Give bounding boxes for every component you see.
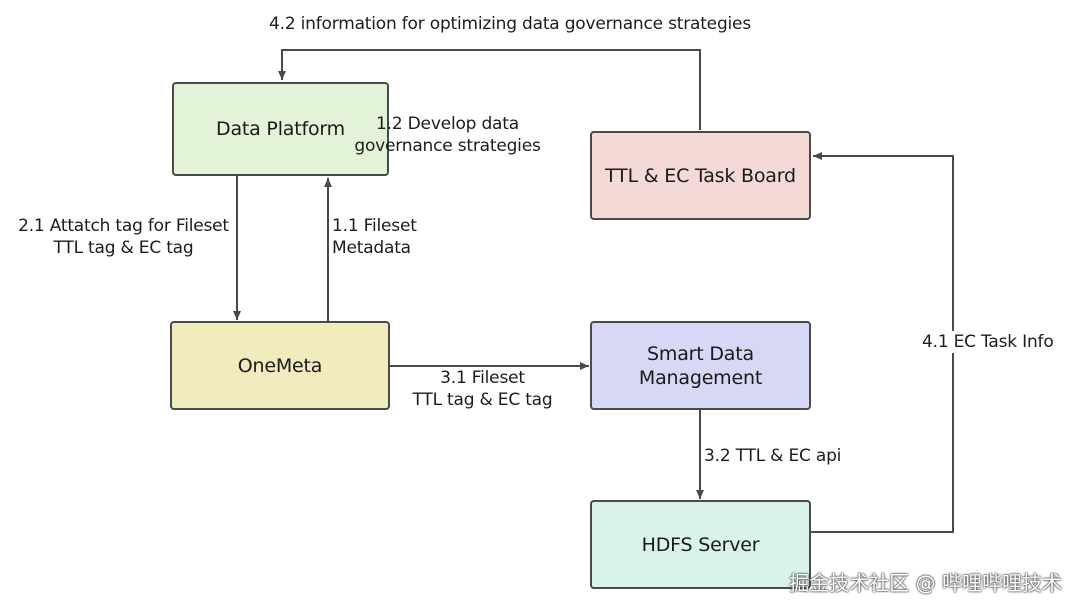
node-data-platform: Data Platform xyxy=(172,82,389,176)
edge-4-2-label: 4.2 information for optimizing data gove… xyxy=(269,14,751,34)
node-onemeta-label: OneMeta xyxy=(237,354,323,377)
node-data-platform-label: Data Platform xyxy=(216,118,345,140)
edge-4-1-label: 4.1 EC Task Info xyxy=(922,331,1072,353)
node-onemeta: OneMeta xyxy=(170,321,390,410)
edge-3-1-label: 3.1 Fileset TTL tag & EC tag xyxy=(412,368,553,410)
edge-2-1-label: 2.1 Attatch tag for Fileset TTL tag & EC… xyxy=(18,216,229,258)
edge-3-2-label: 3.2 TTL & EC api xyxy=(704,446,842,466)
node-ttl-ec-task-board: TTL & EC Task Board xyxy=(590,131,811,220)
edge-1-2-label: 1.2 Develop data governance strategies xyxy=(354,114,541,156)
watermark-text: 掘金技术社区 @ 哔哩哔哩技术 xyxy=(789,571,1062,595)
node-hdfs-server-label: HDFS Server xyxy=(641,533,760,556)
node-hdfs-server: HDFS Server xyxy=(590,500,811,589)
node-smart-data-management: Smart Data Management xyxy=(590,321,811,410)
node-ttl-ec-task-board-label: TTL & EC Task Board xyxy=(605,164,796,187)
edge-4-2-line xyxy=(278,49,701,130)
edge-1-1-label: 1.1 Fileset Metadata xyxy=(332,216,417,258)
node-smart-data-management-label: Smart Data Management xyxy=(638,342,763,389)
